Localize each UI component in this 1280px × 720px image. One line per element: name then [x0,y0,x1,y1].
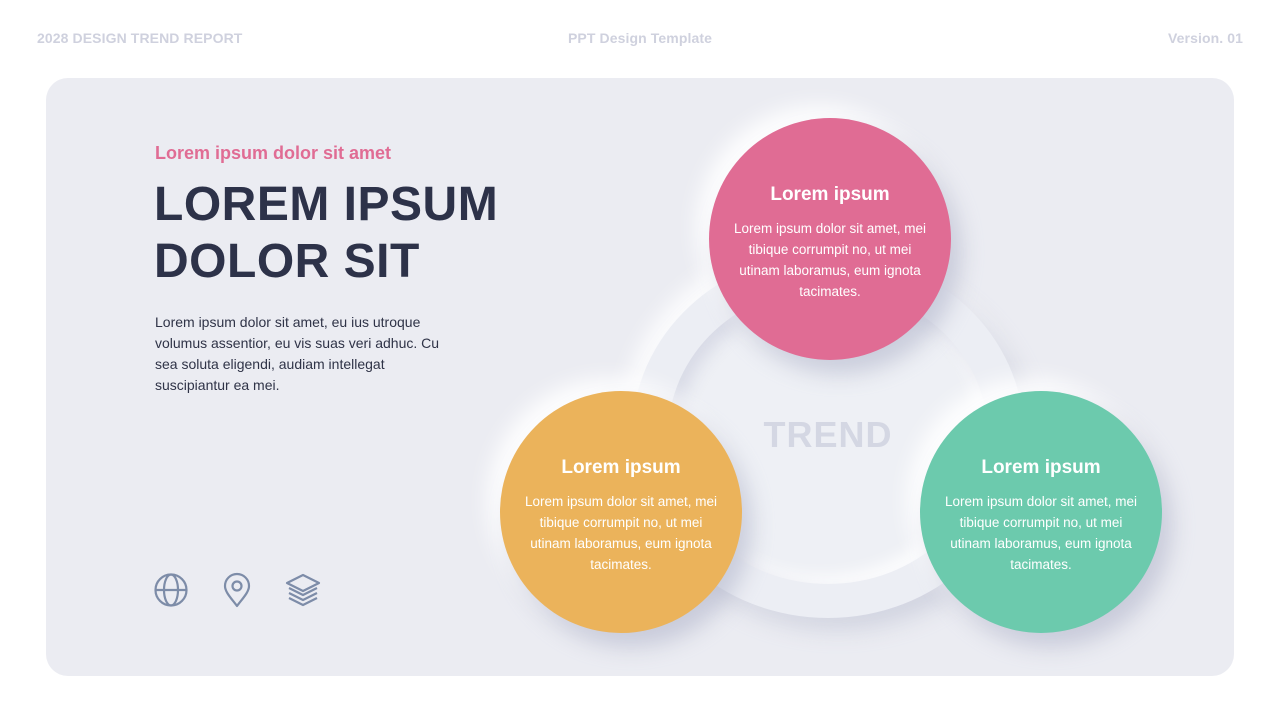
layers-icon [285,572,321,608]
icon-row [153,572,321,608]
circle-green: Lorem ipsum Lorem ipsum dolor sit amet, … [920,391,1162,633]
template-title: PPT Design Template [567,30,712,46]
slide-title: LOREM IPSUM DOLOR SIT [154,176,498,290]
kicker-text: Lorem ipsum dolor sit amet [155,143,392,163]
circle-pink: Lorem ipsum Lorem ipsum dolor sit amet, … [709,118,951,360]
body-paragraph: Lorem ipsum dolor sit amet, eu ius utroq… [155,314,440,393]
title-line-1: LOREM IPSUM [154,178,499,231]
circle-text: Lorem ipsum dolor sit amet, mei tibique … [524,494,718,572]
location-pin-icon [219,572,255,608]
circle-title: Lorem ipsum [981,457,1101,478]
title-line-2: DOLOR SIT [154,235,420,288]
circle-title: Lorem ipsum [561,457,681,478]
circle-text: Lorem ipsum dolor sit amet, mei tibique … [944,494,1138,572]
globe-icon [153,572,189,608]
circle-orange: Lorem ipsum Lorem ipsum dolor sit amet, … [500,391,742,633]
trend-label: TREND [763,414,893,455]
circle-text: Lorem ipsum dolor sit amet, mei tibique … [733,221,927,299]
version-label: Version. 01 [1167,30,1243,46]
report-title: 2028 DESIGN TREND REPORT [37,30,243,46]
slide-panel: Lorem ipsum dolor sit amet LOREM IPSUM D… [46,78,1234,676]
circle-title: Lorem ipsum [770,184,890,205]
